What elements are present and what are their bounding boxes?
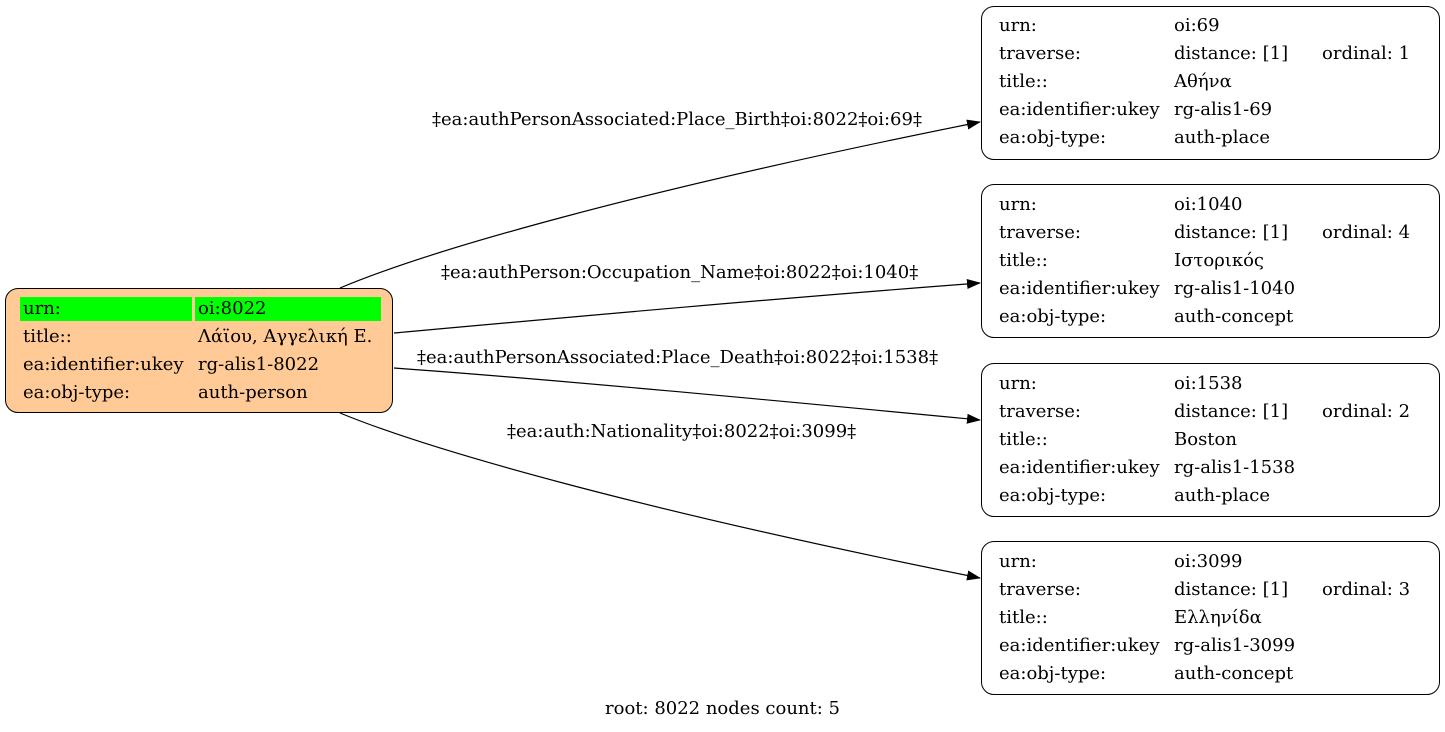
root-urn-value: oi:8022 [195, 297, 381, 321]
root-ukey-value: rg-alis1-8022 [198, 354, 320, 375]
edge-label-place-birth: ‡ea:authPersonAssociated:Place_Birth‡oi:… [432, 109, 922, 130]
edge-nationality [339, 412, 981, 581]
ordinal-value: ordinal: 1 [1322, 43, 1411, 64]
graph-footer: root: 8022 nodes count: 5 [605, 698, 840, 719]
root-ukey-key: ea:identifier:ukey [23, 354, 184, 375]
ordinal-value: ordinal: 2 [1322, 401, 1411, 422]
objtype-value: auth-concept [1174, 306, 1294, 327]
title-value: Αθήνα [1174, 71, 1232, 92]
edge-label-nationality: ‡ea:auth:Nationality‡oi:8022‡oi:3099‡ [507, 421, 857, 442]
ukey-key: ea:identifier:ukey [999, 457, 1160, 478]
edge-place-death [393, 367, 981, 424]
traverse-value: distance: [1] [1174, 43, 1289, 64]
target-node-3[interactable]: urn: oi:1538 traverse: distance: [1] ordina… [981, 363, 1440, 517]
urn-key: urn: [999, 373, 1037, 394]
root-objtype-key: ea:obj-type: [23, 382, 131, 403]
objtype-key: ea:obj-type: [999, 127, 1107, 148]
traverse-value: distance: [1] [1174, 401, 1289, 422]
traverse-key: traverse: [999, 579, 1081, 600]
objtype-key: ea:obj-type: [999, 485, 1107, 506]
objtype-value: auth-concept [1174, 663, 1294, 684]
urn-value: oi:1040 [1174, 194, 1243, 215]
urn-key: urn: [999, 15, 1037, 36]
urn-value: oi:1538 [1174, 373, 1243, 394]
urn-key: urn: [999, 551, 1037, 572]
traverse-key: traverse: [999, 222, 1081, 243]
title-key: title:: [999, 71, 1048, 92]
target-node-2[interactable]: urn: oi:1040 traverse: distance: [1] ordina… [981, 184, 1440, 338]
title-key: title:: [999, 607, 1048, 628]
ordinal-value: ordinal: 4 [1322, 222, 1411, 243]
traverse-value: distance: [1] [1174, 579, 1289, 600]
objtype-key: ea:obj-type: [999, 663, 1107, 684]
objtype-key: ea:obj-type: [999, 306, 1107, 327]
edge-occupation [393, 278, 981, 334]
urn-value: oi:3099 [1174, 551, 1243, 572]
traverse-key: traverse: [999, 43, 1081, 64]
root-urn-key: urn: [20, 297, 192, 321]
title-value: Ιστορικός [1174, 250, 1264, 271]
ukey-value: rg-alis1-1538 [1174, 457, 1296, 478]
ordinal-value: ordinal: 3 [1322, 579, 1411, 600]
edge-label-occupation: ‡ea:authPerson:Occupation_Name‡oi:8022‡o… [441, 262, 919, 283]
ukey-value: rg-alis1-1040 [1174, 278, 1296, 299]
objtype-value: auth-place [1174, 127, 1270, 148]
title-value: Ελληνίδα [1174, 607, 1262, 628]
root-title-key: title:: [23, 326, 72, 347]
ukey-value: rg-alis1-3099 [1174, 635, 1296, 656]
edge-place-birth [339, 119, 981, 289]
ukey-key: ea:identifier:ukey [999, 635, 1160, 656]
urn-key: urn: [999, 194, 1037, 215]
title-value: Boston [1174, 429, 1237, 450]
urn-value: oi:69 [1174, 15, 1220, 36]
traverse-key: traverse: [999, 401, 1081, 422]
title-key: title:: [999, 250, 1048, 271]
ukey-key: ea:identifier:ukey [999, 99, 1160, 120]
target-node-4[interactable]: urn: oi:3099 traverse: distance: [1] ordina… [981, 541, 1440, 695]
ukey-key: ea:identifier:ukey [999, 278, 1160, 299]
edge-label-place-death: ‡ea:authPersonAssociated:Place_Death‡oi:… [417, 347, 939, 368]
objtype-value: auth-place [1174, 485, 1270, 506]
title-key: title:: [999, 429, 1048, 450]
traverse-value: distance: [1] [1174, 222, 1289, 243]
root-title-value: Λάϊου, Αγγελική Ε. [198, 326, 373, 347]
root-objtype-value: auth-person [198, 382, 308, 403]
target-node-1[interactable]: urn: oi:69 traverse: distance: [1] ordinal:… [981, 6, 1440, 160]
root-node[interactable]: urn: oi:8022 title:: Λάϊου, Αγγελική Ε. … [5, 288, 393, 413]
ukey-value: rg-alis1-69 [1174, 99, 1273, 120]
